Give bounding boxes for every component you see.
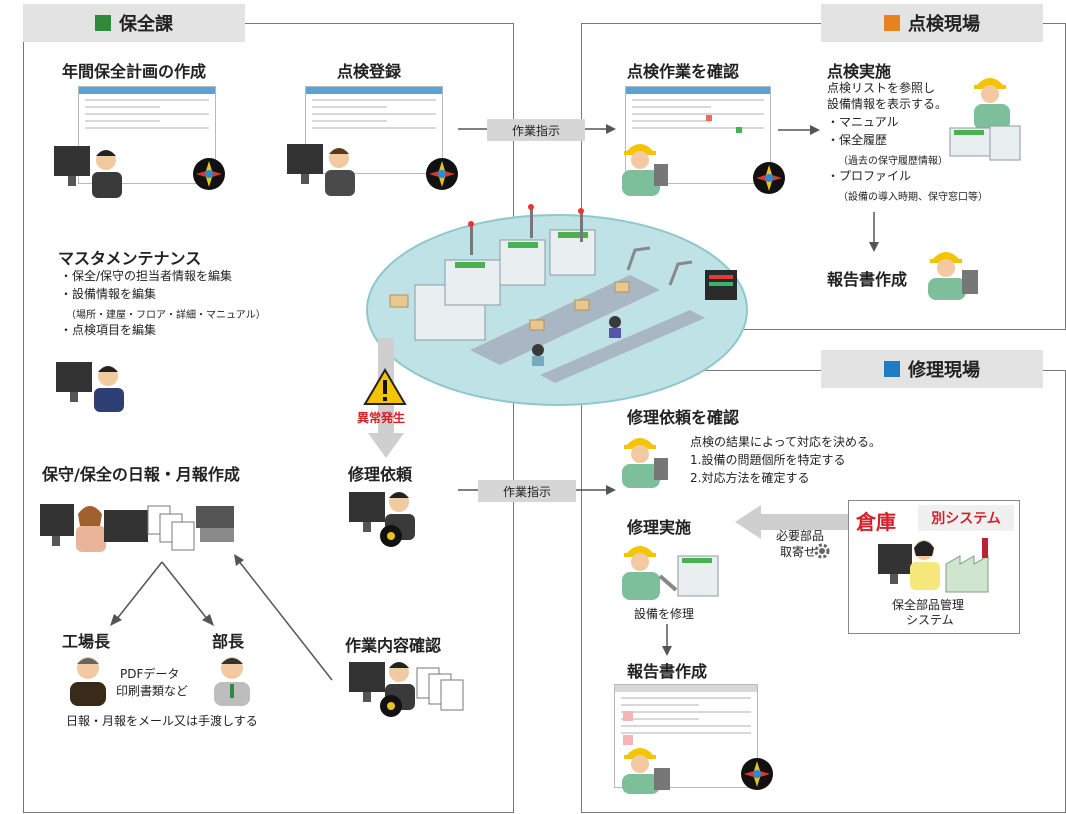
app-logo-icon-4 xyxy=(741,758,773,790)
inspector-tablet-icon-3 xyxy=(622,438,668,488)
factory-manager-title: 工場長 xyxy=(62,632,111,651)
execute-line-2: 設備情報を表示する。 xyxy=(827,97,948,111)
dept-manager-title: 部長 xyxy=(212,632,245,651)
warehouse-title: 倉庫 xyxy=(856,510,896,534)
execute-line-5: （過去の保守履歴情報） xyxy=(838,156,948,167)
repair-desc-2: 1.設備の問題個所を特定する xyxy=(690,453,846,467)
repair-confirm-title: 修理依頼を確認 xyxy=(627,408,740,427)
distribution-arrows xyxy=(110,561,214,626)
inspector-tablet-icon-2 xyxy=(928,252,978,300)
app-logo-icon-3 xyxy=(753,162,785,194)
repair-worker-icon xyxy=(622,546,719,600)
operator-at-pc-icon-3 xyxy=(56,362,124,412)
master-item-4: ・点検項目を編集 xyxy=(60,323,157,337)
daily-note: 日報・月報をメール又は手渡しする xyxy=(66,714,258,728)
hozen-tag: 保全課 xyxy=(23,4,245,42)
master-item-2: ・設備情報を編集 xyxy=(60,287,157,301)
report-illustration xyxy=(40,504,234,552)
repair-report-title: 報告書作成 xyxy=(627,662,708,681)
tenken-tag: 点検現場 xyxy=(821,4,1043,42)
pdf-line-2: 印刷書類など xyxy=(116,684,189,698)
warning-icon xyxy=(363,368,407,405)
return-arrow xyxy=(234,554,333,681)
work-instruction-label-1: 作業指示 xyxy=(487,119,585,141)
pdf-line-1: PDFデータ xyxy=(120,667,180,681)
hozen-square-icon xyxy=(95,15,111,31)
operator-at-pc-icon-4 xyxy=(349,492,415,547)
hozen-label: 保全課 xyxy=(119,14,173,35)
work-check-illustration xyxy=(349,662,464,717)
annual-plan-title: 年間保全計画の作成 xyxy=(62,62,207,81)
parts-system-line-2: システム xyxy=(906,613,954,627)
execute-line-3: ・マニュアル xyxy=(827,115,899,129)
app-logo-icon xyxy=(193,158,225,190)
factory-illustration xyxy=(366,204,748,406)
inspection-report-title: 報告書作成 xyxy=(827,270,908,289)
factory-manager-icon xyxy=(70,657,106,706)
work-instruction-label-2: 作業指示 xyxy=(478,480,576,502)
gear-icon xyxy=(814,543,830,559)
inspector-machine-icon xyxy=(949,78,1021,161)
tenken-square-icon xyxy=(884,15,900,31)
repair-desc-1: 点検の結果によって対応を決める。 xyxy=(690,435,882,449)
arrow-to-execute xyxy=(778,125,820,135)
parts-line-1: 必要部品 xyxy=(776,529,825,543)
execute-line-6: ・プロファイル xyxy=(827,169,912,183)
arrow-down-report xyxy=(869,212,879,252)
shuri-tag: 修理現場 xyxy=(821,350,1043,388)
inspector-tablet-icon-4 xyxy=(622,748,670,794)
parts-line-2: 取寄せ xyxy=(780,545,817,559)
repair-execute-title: 修理実施 xyxy=(627,518,692,537)
master-item-1: ・保全/保守の担当者情報を編集 xyxy=(60,269,233,283)
repair-request-title: 修理依頼 xyxy=(348,465,413,484)
inspection-register-screen xyxy=(305,86,443,174)
fix-equipment-label: 設備を修理 xyxy=(634,607,695,621)
dept-manager-icon xyxy=(214,657,250,706)
inspection-confirm-title: 点検作業を確認 xyxy=(627,62,740,81)
inspector-tablet-icon xyxy=(622,144,668,196)
anomaly-label: 異常発生 xyxy=(357,411,406,425)
work-check-title: 作業内容確認 xyxy=(345,636,442,655)
master-title: マスタメンテナンス xyxy=(58,249,202,268)
operator-at-pc-icon-2 xyxy=(287,144,355,196)
shuri-label: 修理現場 xyxy=(908,360,980,381)
operator-at-pc-icon xyxy=(54,146,122,198)
master-item-3: （場所・建屋・フロア・詳細・マニュアル） xyxy=(66,310,266,321)
other-system-badge: 別システム xyxy=(918,505,1014,531)
app-logo-icon-2 xyxy=(426,158,458,190)
shuri-square-icon xyxy=(884,361,900,377)
inspection-confirm-screen xyxy=(625,86,771,184)
inspection-execute-title: 点検実施 xyxy=(827,62,892,81)
parts-arrow xyxy=(735,505,865,539)
execute-line-1: 点検リストを参照し xyxy=(827,81,936,95)
inspection-register-title: 点検登録 xyxy=(337,62,402,81)
parts-system-line-1: 保全部品管理 xyxy=(892,598,965,612)
report-title: 保守/保全の日報・月報作成 xyxy=(42,465,240,484)
repair-desc-3: 2.対応方法を確定する xyxy=(690,471,810,485)
execute-line-4: ・保全履歴 xyxy=(827,133,888,147)
tenken-label: 点検現場 xyxy=(908,14,980,35)
execute-line-7: （設備の導入時期、保守窓口等） xyxy=(838,192,988,203)
arrow-down-report-2 xyxy=(662,624,672,656)
parts-manager-illustration xyxy=(878,538,989,593)
